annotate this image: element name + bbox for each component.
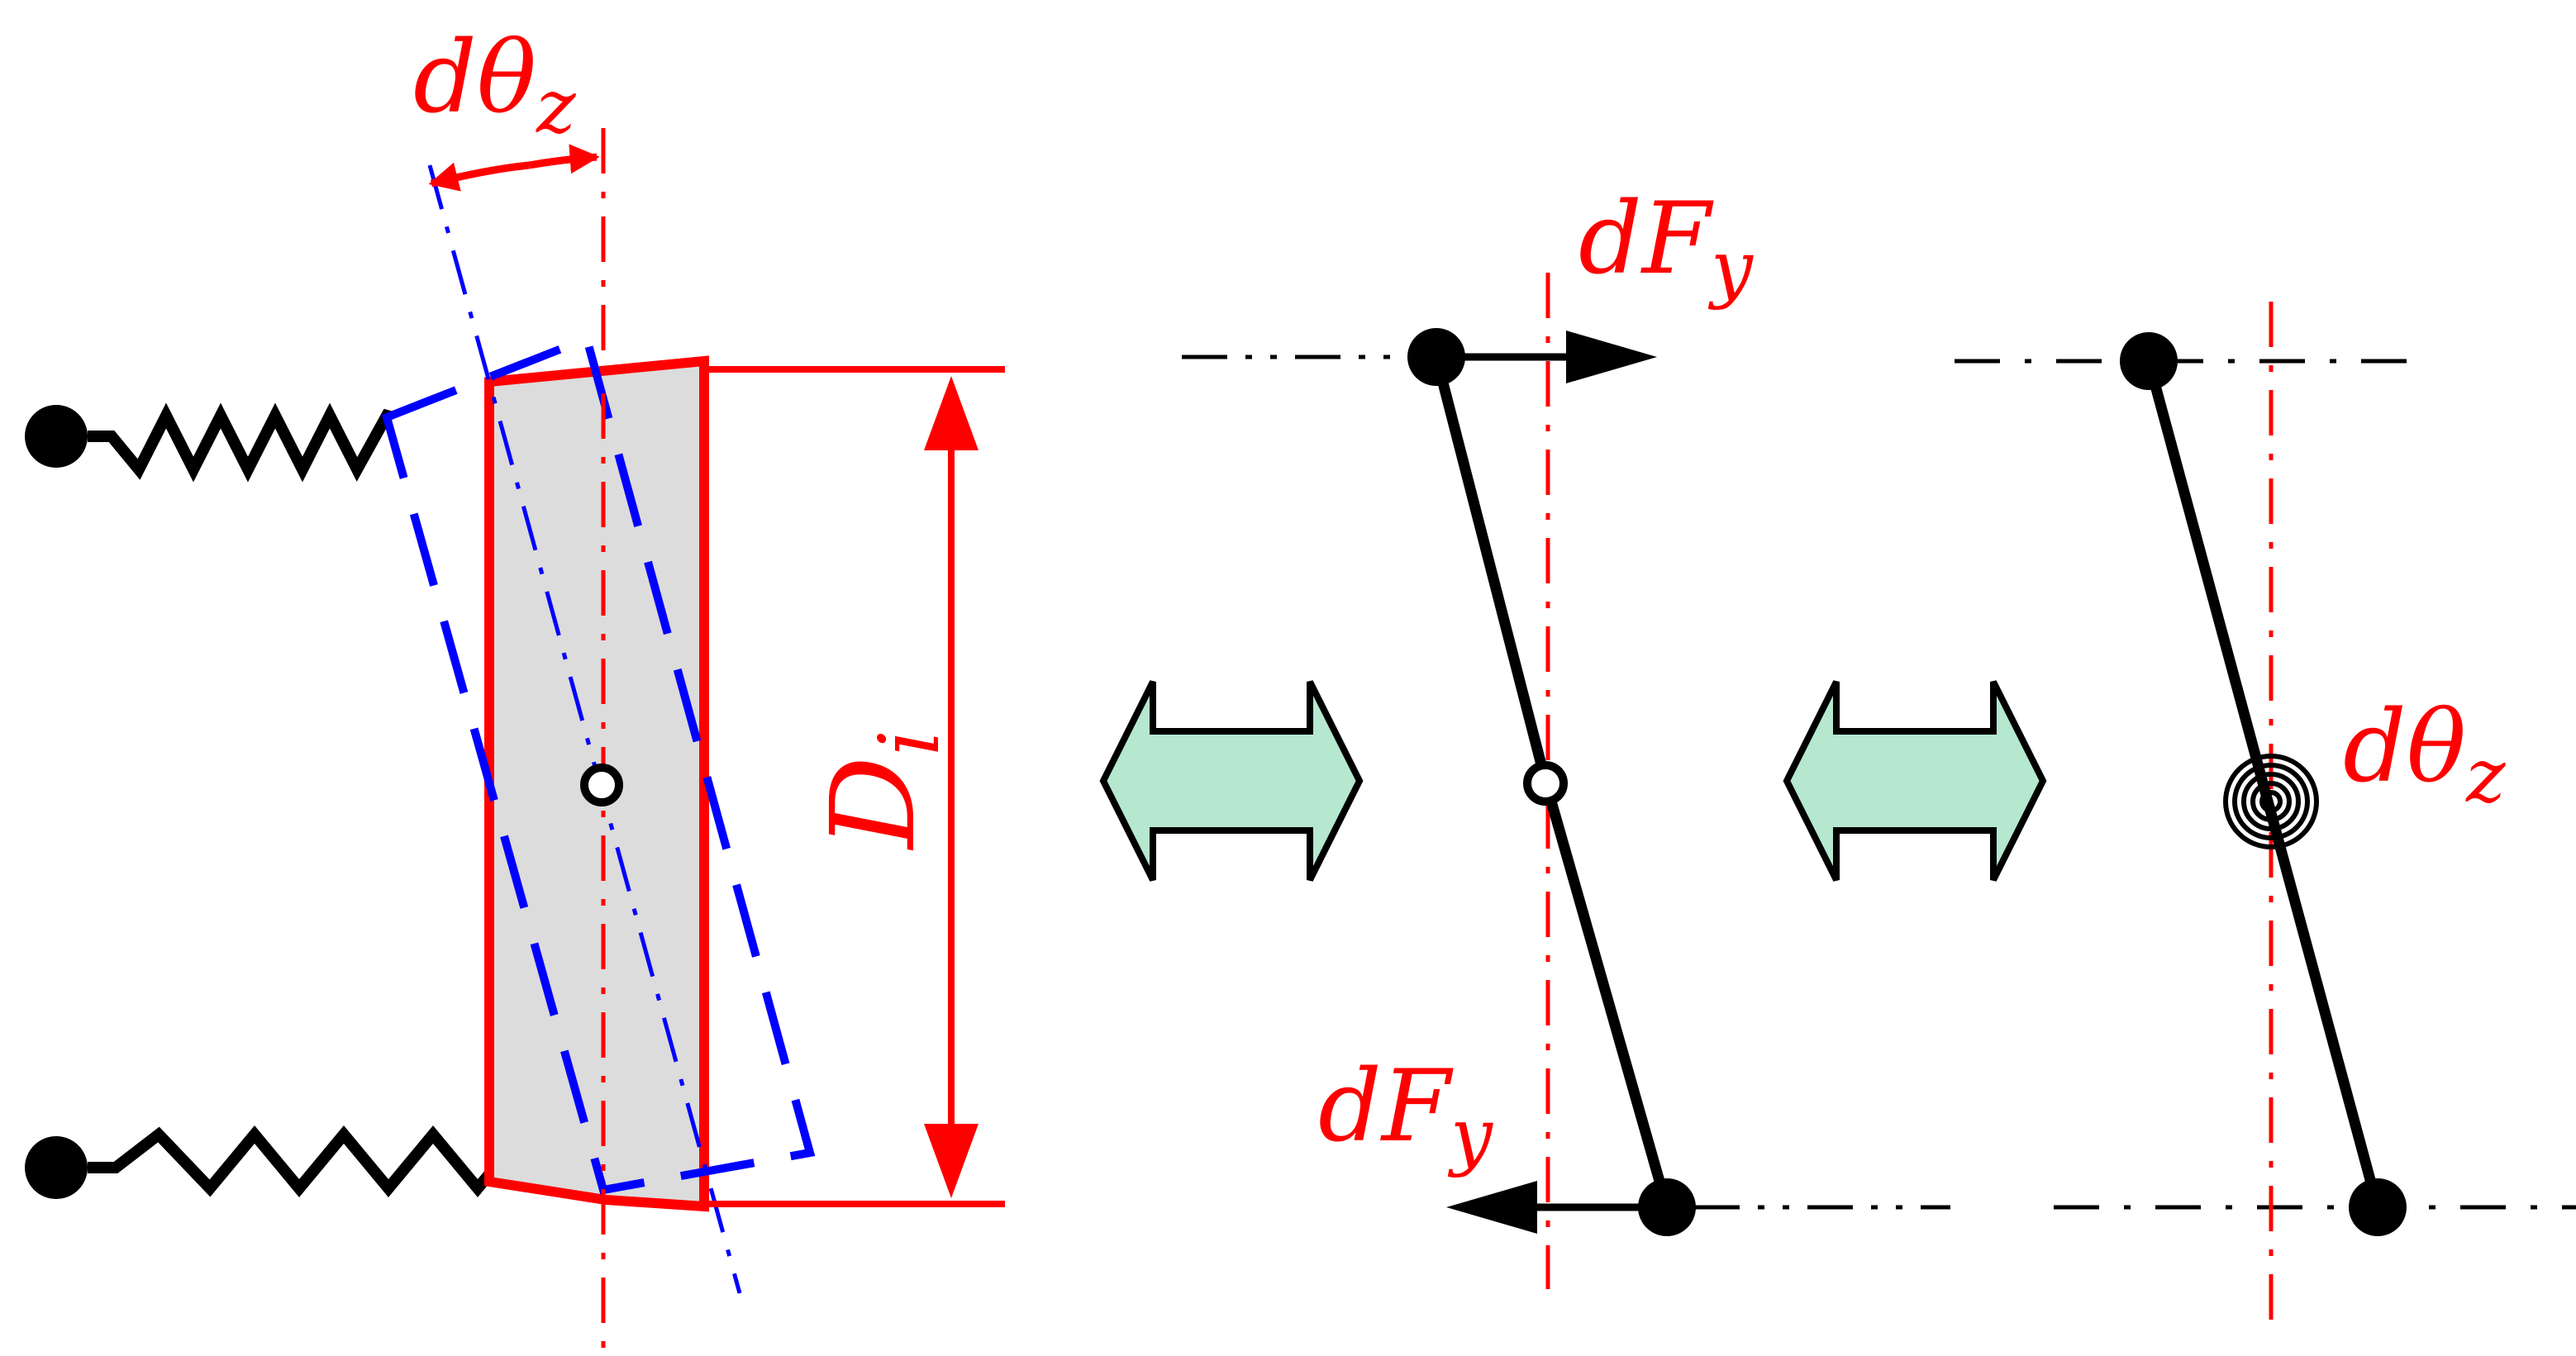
top-spring xyxy=(88,402,394,483)
double-arrow-icon xyxy=(1783,680,2047,882)
rotation-angle-label: dθz xyxy=(413,21,576,150)
dimension-arrow-down xyxy=(924,1124,978,1198)
right-bottom-node xyxy=(2349,1178,2407,1236)
equivalence-arrow-1 xyxy=(1099,680,1364,882)
top-force-arrowhead xyxy=(1566,331,1657,383)
bottom-force-label: dFy xyxy=(1318,1049,1493,1179)
middle-center-hinge xyxy=(1523,761,1568,806)
dimension-arrow-up xyxy=(924,376,978,450)
middle-bottom-node xyxy=(1638,1178,1696,1236)
bottom-force-arrowhead xyxy=(1446,1181,1537,1234)
double-arrow-icon xyxy=(1099,680,1364,882)
right-top-node xyxy=(2120,332,2178,390)
rotation-angle-arrow xyxy=(428,161,530,192)
equivalence-arrow-2 xyxy=(1783,680,2047,882)
left-panel: dθz Di xyxy=(25,21,1005,1355)
diameter-label: Di xyxy=(807,730,958,851)
rotated-element-outline xyxy=(381,333,816,1195)
middle-panel: dFy dFy xyxy=(1182,182,1950,1289)
right-panel: dθz xyxy=(1955,302,2576,1322)
rotational-spring-icon xyxy=(2223,754,2319,849)
rotational-spring-label: dθz xyxy=(2343,690,2506,820)
element-center-hinge xyxy=(580,764,623,806)
rotated-centerline xyxy=(427,164,742,1294)
top-spring-anchor-node xyxy=(25,405,88,468)
middle-top-node xyxy=(1407,328,1465,386)
rotation-angle-arrow-right xyxy=(528,144,600,174)
bottom-spring-anchor-node xyxy=(25,1136,88,1199)
top-force-label: dFy xyxy=(1578,182,1754,312)
